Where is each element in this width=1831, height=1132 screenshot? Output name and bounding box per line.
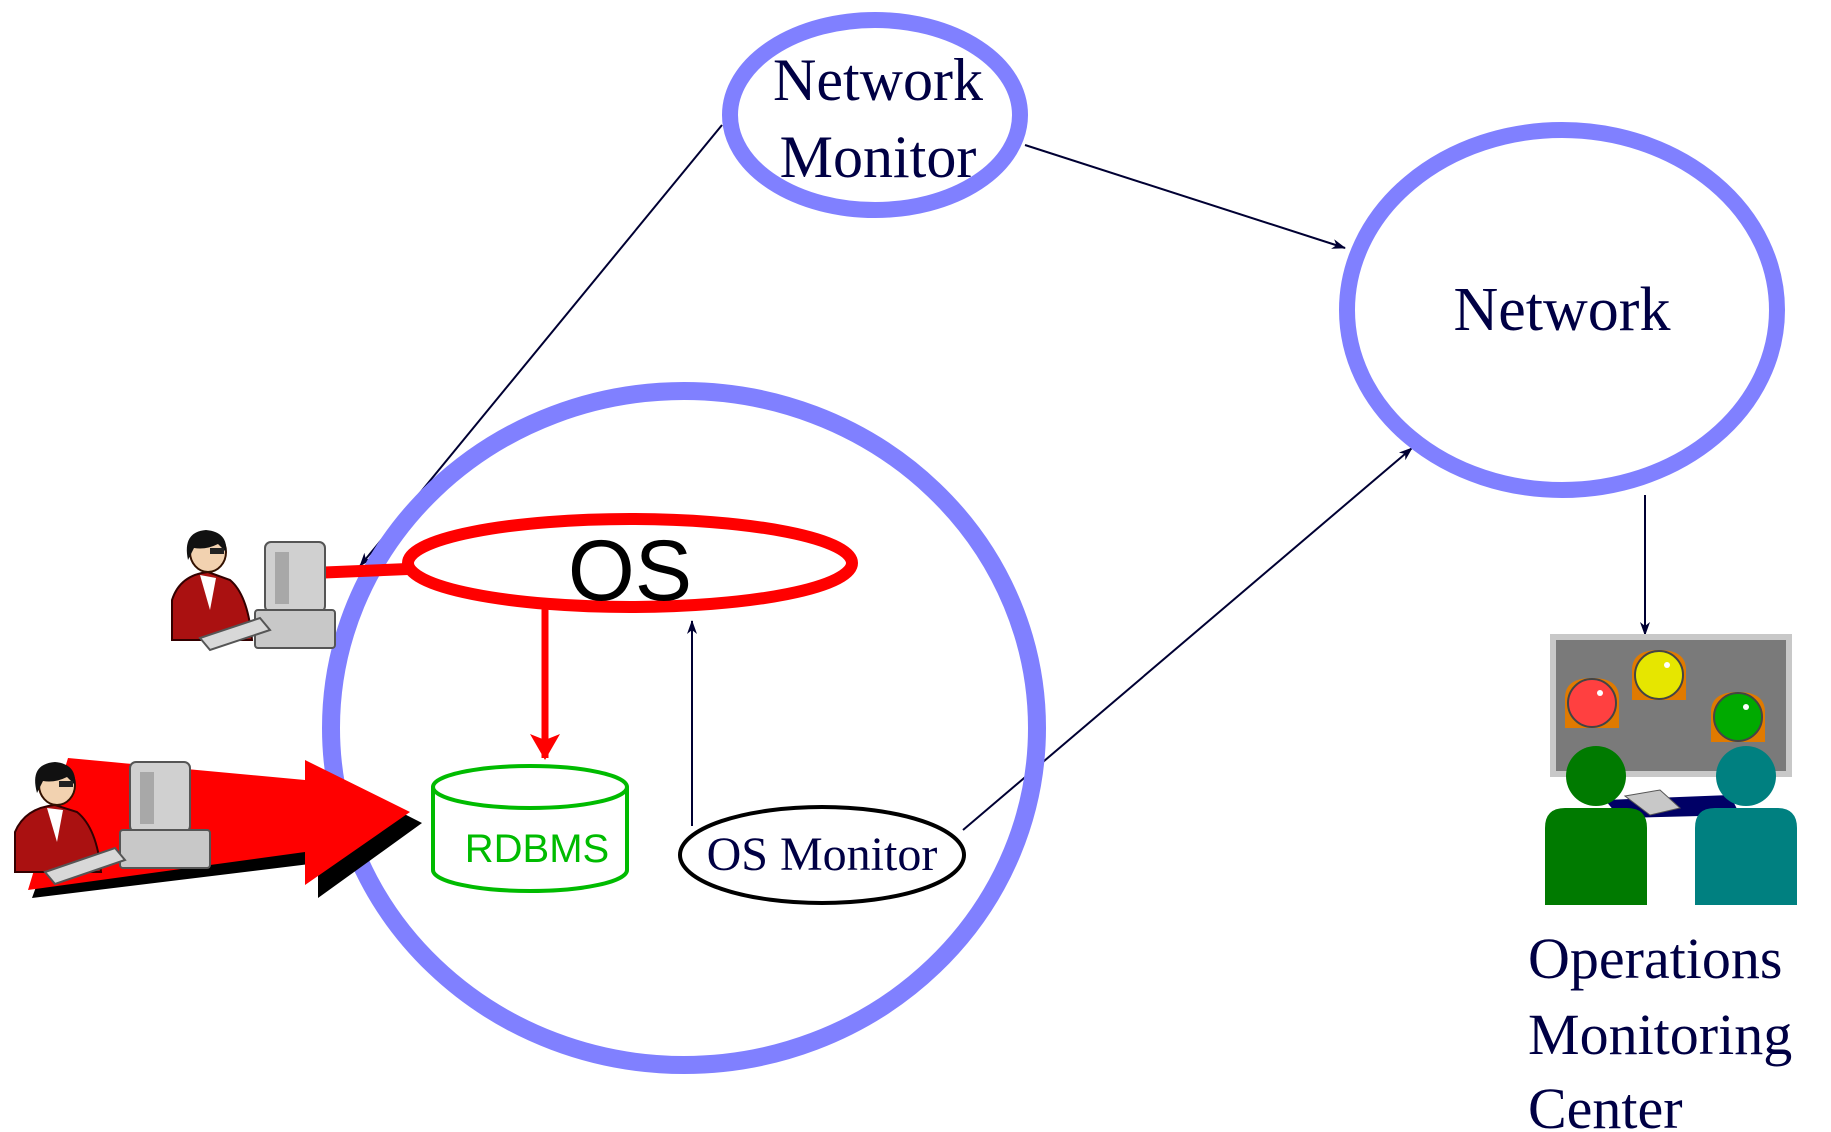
- operations-center-label-line2: Monitoring: [1528, 1002, 1792, 1067]
- operations-center-label-line3: Center: [1528, 1076, 1683, 1132]
- operations-center-icon: [1545, 634, 1797, 905]
- user-at-terminal-icon: [14, 761, 211, 886]
- user-at-terminal-top: [171, 530, 336, 652]
- rdbms-label: RDBMS: [465, 827, 609, 871]
- host-system-ring: [322, 382, 1046, 1074]
- os-label: OS: [568, 523, 692, 619]
- green-status-lamp: [1711, 692, 1765, 742]
- red-status-lamp: [1565, 678, 1619, 728]
- rdbms-cylinder: [431, 764, 629, 893]
- operations-center-label-line1: Operations: [1528, 926, 1783, 991]
- network-monitor-label-line1: Network: [773, 47, 983, 113]
- network-ring: [1339, 122, 1785, 498]
- network-monitor-ring: [722, 12, 1028, 218]
- network-monitor-to-network-arrow: [1024, 144, 1346, 249]
- yellow-status-lamp: [1632, 650, 1686, 700]
- operator-green: [1545, 746, 1647, 905]
- os-monitor-label: OS Monitor: [707, 828, 938, 881]
- user-at-terminal-bottom: [14, 761, 211, 886]
- network-label: Network: [1454, 276, 1671, 344]
- user-at-terminal-icon: [171, 530, 336, 652]
- network-monitor-label-line2: Monitor: [780, 124, 977, 190]
- operator-teal: [1695, 746, 1797, 905]
- os-monitor-ring: [678, 805, 966, 905]
- user-to-os-connection: [311, 563, 409, 579]
- os-ring: [402, 513, 858, 613]
